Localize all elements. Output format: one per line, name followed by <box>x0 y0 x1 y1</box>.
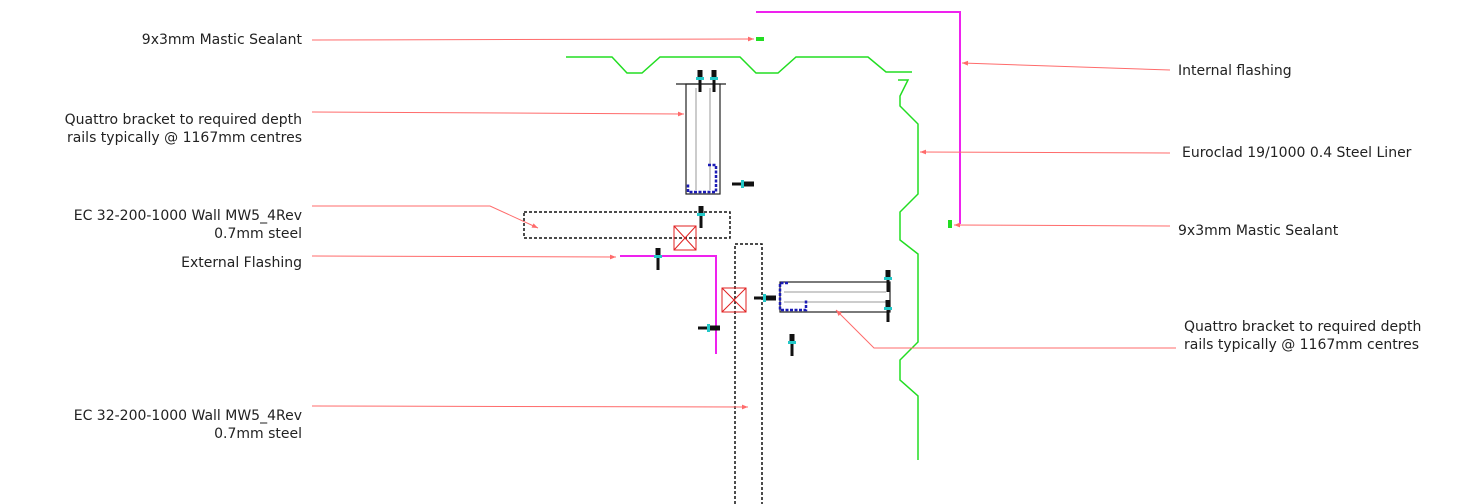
leader-external-flashing <box>311 254 617 260</box>
leader-wall-top <box>312 205 539 229</box>
external-flashing <box>620 255 717 354</box>
leader-mastic-top <box>311 36 755 42</box>
internal-flashing <box>756 11 961 224</box>
leader-mastic-right <box>953 222 1171 228</box>
leader-wall-bottom <box>311 404 749 410</box>
wall-panel-bottom <box>721 243 776 504</box>
spacer-cross-top <box>673 225 697 251</box>
quattro-bracket-top <box>676 70 754 195</box>
label-quattro-top: Quattro bracket to required depth rails … <box>64 112 302 146</box>
spacer-cross-bottom <box>721 287 747 313</box>
mastic-sealant-top <box>756 37 764 41</box>
quattro-bracket-right <box>778 270 892 356</box>
label-liner: Euroclad 19/1000 0.4 Steel Liner <box>1182 145 1412 161</box>
label-external-flashing: External Flashing <box>181 255 302 271</box>
leader-quattro-top <box>311 111 685 117</box>
mastic-sealant-right <box>948 220 952 228</box>
leader-internal-flashing <box>961 60 1171 71</box>
label-mastic-right: 9x3mm Mastic Sealant <box>1178 223 1339 239</box>
label-internal-flashing: Internal flashing <box>1178 63 1292 79</box>
label-wall-bottom: EC 32-200-1000 Wall MW5_4Rev 0.7mm steel <box>73 408 302 442</box>
roof-profile-sheet <box>566 56 912 74</box>
steel-liner-sheet <box>898 79 919 460</box>
label-wall-top: EC 32-200-1000 Wall MW5_4Rev 0.7mm steel <box>73 208 302 242</box>
label-mastic-top: 9x3mm Mastic Sealant <box>141 32 302 48</box>
leader-liner <box>919 149 1171 155</box>
wall-panel-top <box>523 206 731 251</box>
leader-quattro-right <box>835 309 1176 349</box>
label-quattro-right: Quattro bracket to required depth rails … <box>1184 319 1422 353</box>
